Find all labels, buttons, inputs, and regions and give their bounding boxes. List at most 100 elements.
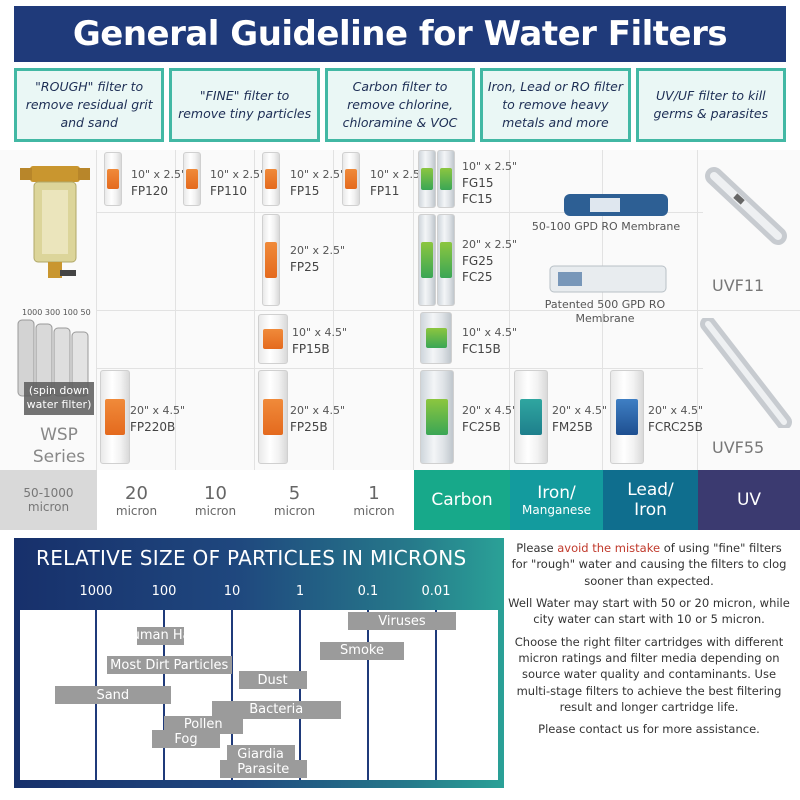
media-sublabel: Iron — [634, 500, 667, 520]
cartridge-label-fp11: 10" x 2.5"FP11 — [370, 168, 425, 199]
media-label: Iron/ — [537, 483, 576, 503]
cartridge-fp15b — [258, 314, 288, 364]
relative-size-title: RELATIVE SIZE OF PARTICLES IN MICRONS — [36, 546, 467, 570]
advice-paragraph-3: Choose the right filter cartridges with … — [514, 634, 784, 714]
micron-cell-carbon: Carbon — [414, 470, 510, 530]
media-sublabel: Manganese — [522, 503, 591, 517]
screen-stack-labels: 1000 300 100 50 — [22, 308, 91, 317]
cartridge-fc15 — [437, 150, 455, 208]
size-text: 20" x 4.5" — [462, 404, 518, 417]
advice-text-span: Please — [516, 541, 558, 555]
code-text: FP120 — [131, 183, 169, 198]
header-fine: "FINE" filter to remove tiny particles — [169, 68, 320, 142]
500gpd-membrane-label: Patented 500 GPD RO Membrane — [544, 298, 666, 326]
particle-bar: Sand — [55, 686, 171, 704]
size-text: 20" x 4.5" — [552, 404, 608, 417]
cartridge-fm25b — [514, 370, 548, 464]
size-text: 10" x 4.5" — [292, 326, 348, 339]
page-title: General Guideline for Water Filters — [14, 6, 786, 62]
micron-unit: micron — [27, 500, 70, 514]
advice-paragraph-2: Well Water may start with 50 or 20 micro… — [508, 595, 790, 627]
particle-bar: Bacteria — [211, 700, 341, 719]
particle-bar: Pollen — [164, 715, 243, 734]
spin-down-filter-icon — [20, 166, 90, 278]
code-text: FG15 — [462, 175, 494, 190]
header-uv-uf: UV/UF filter to kill germs & parasites — [635, 68, 787, 142]
micron-unit: micron — [353, 503, 395, 518]
cartridge-label-fcrc25b: 20" x 4.5" FCRC25B — [648, 404, 703, 435]
micron-cell-lead-iron: Lead/Iron — [603, 470, 698, 530]
grid-column-wsp — [0, 150, 97, 470]
size-text: 20" x 4.5" — [648, 404, 704, 417]
cartridge-fp25 — [262, 214, 280, 306]
size-text: 10" x 2.5" — [462, 160, 518, 173]
particle-bar: Viruses — [347, 612, 457, 630]
cartridge-label-fc15b: 10" x 4.5"FC15B — [462, 326, 517, 357]
size-text: 10" x 2.5" — [290, 168, 346, 181]
size-text: 20" x 4.5" — [130, 404, 186, 417]
scale-gridline — [367, 610, 369, 780]
grid-row-divider — [97, 212, 703, 213]
cartridge-fc15b — [420, 312, 452, 364]
uvf11-unit-icon — [705, 167, 787, 245]
cartridge-label-fp25b: 20" x 4.5"FP25B — [290, 404, 345, 435]
spin-down-screen-stack-icon — [17, 319, 89, 397]
cartridge-label-fp25: 20" x 2.5" FP25 — [290, 244, 345, 275]
particle-bar: Fog — [152, 730, 221, 749]
ro-membrane-icon — [564, 194, 668, 216]
scale-tick-label: 100 — [151, 584, 177, 599]
code-text: FC15 — [462, 192, 493, 207]
cartridge-fc25b — [420, 370, 454, 464]
uvf55-unit-icon — [700, 318, 792, 428]
cartridge-fp15 — [262, 152, 280, 206]
code-text: FP25 — [290, 259, 320, 274]
advice-text-span: of using "fine" filters for "rough" wate… — [511, 541, 787, 588]
cartridge-label-fp120: 10" x 2.5"FP120 — [131, 168, 186, 199]
cartridge-label-fp15b: 10" x 4.5"FP15B — [292, 326, 347, 357]
micron-value: 50-1000 — [23, 486, 74, 500]
code-text: FM25B — [552, 419, 593, 434]
code-text: FC25 — [462, 270, 493, 285]
micron-cell-iron-manganese: Iron/Manganese — [510, 470, 603, 530]
size-text: 10" x 2.5" — [210, 168, 266, 181]
spin-down-label: (spin down water filter) — [24, 382, 94, 415]
code-text: FCRC25B — [648, 419, 703, 434]
code-text: FC15B — [462, 341, 501, 356]
advice-highlight: avoid the mistake — [557, 541, 661, 555]
particle-bar: Smoke — [320, 641, 404, 660]
scale-tick-label: 1000 — [79, 584, 113, 599]
code-text: FP15 — [290, 183, 320, 198]
size-text: 20" x 2.5" — [290, 244, 346, 257]
micron-unit: micron — [273, 503, 316, 518]
media-label: Lead/ — [627, 480, 674, 500]
cartridge-label-fm25b: 20" x 4.5" FM25B — [552, 404, 607, 435]
micron-value: 20 — [125, 482, 148, 504]
advice-text: Please avoid the mistake of using "fine"… — [508, 540, 790, 790]
micron-value: 10 — [204, 482, 227, 504]
particle-bar: Parasite — [220, 760, 307, 778]
code-text: FC25B — [462, 419, 501, 434]
advice-paragraph-1: Please avoid the mistake of using "fine"… — [508, 540, 790, 589]
uvf55-label: UVF55 — [712, 438, 765, 457]
cartridge-fp120 — [104, 152, 122, 206]
micron-unit: micron — [115, 503, 158, 518]
code-text: FP220B — [130, 419, 176, 434]
grid-row-divider — [97, 310, 800, 311]
size-text: 20" x 2.5" — [462, 238, 518, 251]
micron-value: 5 — [288, 482, 301, 504]
scale-gridline — [299, 610, 301, 780]
cartridge-label-fp220b: 20" x 4.5" FP220B — [130, 404, 185, 435]
cartridge-label-fp110: 10" x 2.5"FP110 — [210, 168, 265, 199]
micron-value: 1 — [368, 482, 380, 504]
title-bar: General Guideline for Water Filters — [0, 0, 800, 62]
particle-bar: Dust — [238, 671, 307, 690]
micron-unit: micron — [194, 503, 237, 518]
cartridge-fp25b — [258, 370, 288, 464]
